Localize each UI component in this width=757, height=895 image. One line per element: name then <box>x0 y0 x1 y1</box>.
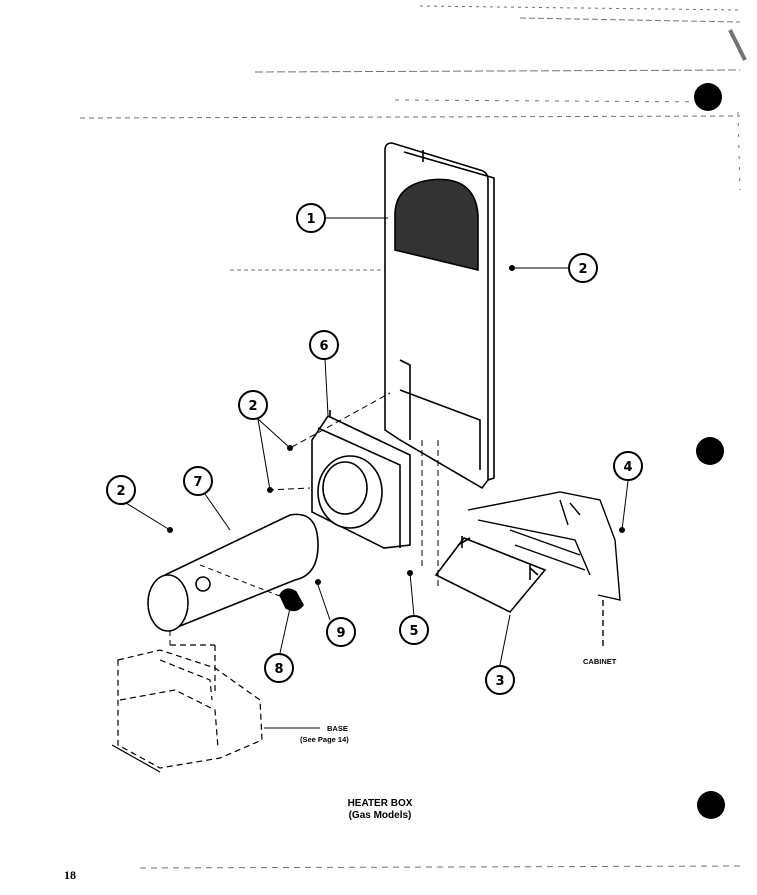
callouts: 1 2 6 2 2 7 4 5 <box>106 203 643 695</box>
binder-hole-bottom <box>697 791 725 819</box>
svg-text:3: 3 <box>495 674 504 689</box>
svg-text:9: 9 <box>336 626 345 641</box>
caption-subtitle: (Gas Models) <box>348 810 412 821</box>
svg-text:2: 2 <box>116 484 125 499</box>
part-6-heater-housing <box>311 410 411 549</box>
page-number: 18 <box>64 868 76 882</box>
base-label: BASE <box>327 724 348 733</box>
callout-5: 5 <box>399 615 429 645</box>
binder-hole-middle <box>696 437 724 465</box>
leader-lines <box>125 217 629 729</box>
callout-2-left: 2 <box>106 475 136 505</box>
callout-4: 4 <box>613 451 643 481</box>
svg-text:1: 1 <box>306 212 315 227</box>
callout-6: 6 <box>309 330 339 360</box>
cabinet-label: CABINET <box>583 657 617 666</box>
caption-title: HEATER BOX <box>347 798 413 809</box>
callout-8: 8 <box>264 653 294 683</box>
scan-noise <box>79 5 747 869</box>
svg-text:5: 5 <box>409 624 418 639</box>
callout-9: 9 <box>326 617 356 647</box>
callout-1: 1 <box>296 203 326 233</box>
assembly-lines <box>169 392 439 645</box>
part-7-burner-tube <box>147 513 319 632</box>
part-8-bracket <box>279 588 304 612</box>
svg-text:4: 4 <box>623 460 632 475</box>
binder-hole-top <box>694 83 722 111</box>
svg-text:2: 2 <box>578 262 587 277</box>
svg-text:6: 6 <box>319 339 328 354</box>
base-section <box>111 644 263 773</box>
svg-text:2: 2 <box>248 399 257 414</box>
diagram-caption: HEATER BOX (Gas Models) <box>300 798 460 822</box>
fastener-dots <box>167 265 625 585</box>
part-1-back-panel <box>384 142 495 490</box>
cabinet-section <box>467 491 621 650</box>
callout-2-middle: 2 <box>238 390 268 420</box>
svg-text:7: 7 <box>193 475 202 490</box>
callout-3: 3 <box>485 665 515 695</box>
svg-text:8: 8 <box>274 662 283 677</box>
part-3-mounting-bracket <box>434 536 547 613</box>
callout-7: 7 <box>183 466 213 496</box>
callout-2-top: 2 <box>568 253 598 283</box>
base-reference-label: (See Page 14) <box>300 735 349 744</box>
